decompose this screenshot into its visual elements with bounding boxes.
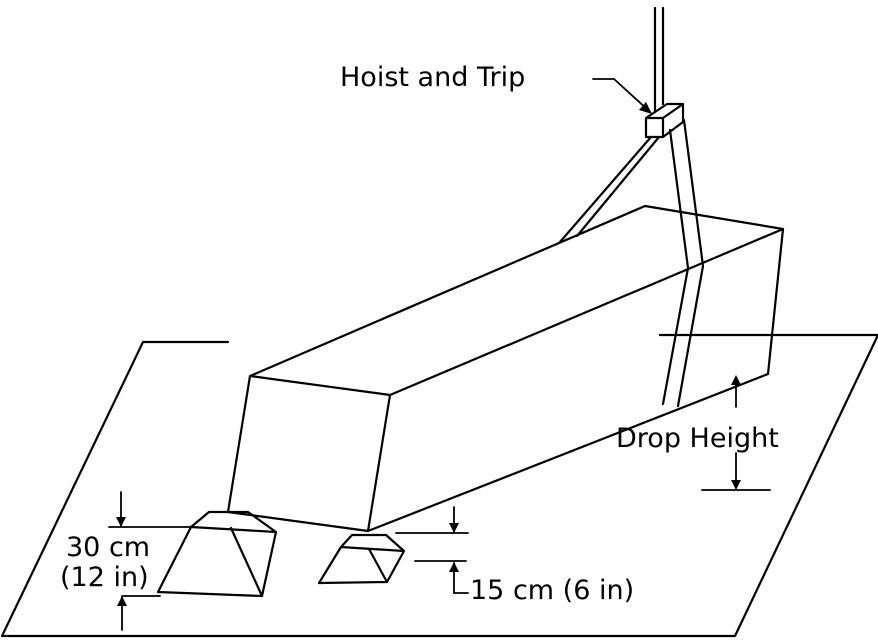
hoist-hook (644, 102, 685, 139)
support-block-short (317, 533, 406, 585)
support-height-cm-label: 30 cm (66, 532, 150, 563)
hoist-label: Hoist and Trip (340, 62, 525, 93)
sling-strap (558, 118, 705, 408)
hoist-cable (653, 6, 665, 114)
drop-height-dimension (701, 375, 771, 491)
support-height-in-label: (12 in) (60, 562, 149, 593)
drop-height-label: Drop Height (616, 423, 779, 454)
support-block-tall (156, 510, 278, 598)
gap-label: 15 cm (6 in) (470, 575, 634, 606)
test-box (226, 204, 785, 533)
gap-dimension (395, 506, 469, 594)
floor-plane (0, 333, 878, 638)
support-height-dimension (108, 491, 192, 631)
hoist-leader (592, 78, 652, 114)
